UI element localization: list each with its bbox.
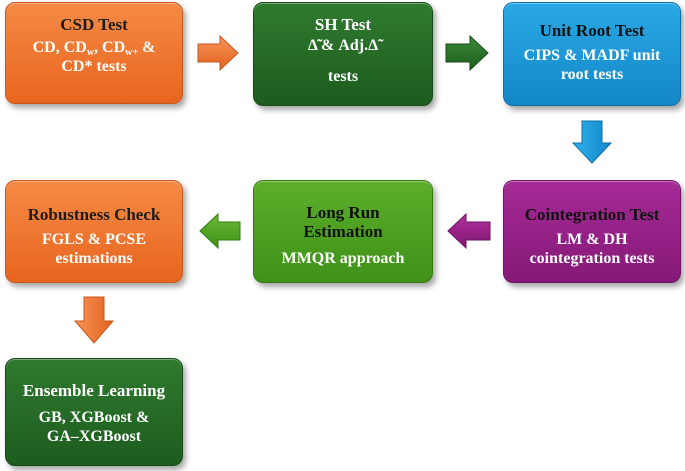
sh-test-line1: Δ̃ & Adj.Δ̃ — [307, 37, 379, 54]
csd-text-a: CD, CD — [32, 39, 87, 56]
arrow-down-blue-icon — [571, 120, 613, 164]
csd-text-c: & — [138, 39, 156, 56]
csd-test-title: CSD Test — [60, 15, 128, 34]
cointegration-test-title: Cointegration Test — [524, 205, 660, 224]
sh-test-title: SH Test — [314, 15, 372, 34]
arrow-left-purple-icon — [447, 212, 491, 250]
cointegration-test-line2: cointegration tests — [529, 250, 655, 267]
sh-test-box: SH Test Δ̃ & Adj.Δ̃ tests — [253, 2, 433, 106]
csd-test-line1: CD, CDw, CDw+ & — [32, 38, 156, 58]
csd-test-line2: CD* tests — [61, 58, 127, 75]
csd-test-box: CSD Test CD, CDw, CDw+ & CD* tests — [5, 2, 183, 104]
ensemble-learning-box: Ensemble Learning GB, XGBoost & GA–XGBoo… — [5, 358, 183, 466]
cointegration-test-line1: LM & DH — [556, 231, 628, 248]
robustness-check-line2: estimations — [55, 250, 133, 267]
ensemble-learning-title: Ensemble Learning — [22, 381, 166, 400]
csd-sub-w: w — [86, 47, 95, 58]
unit-root-test-box: Unit Root Test CIPS & MADF unit root tes… — [503, 2, 681, 106]
long-run-line1: MMQR approach — [281, 250, 405, 267]
robustness-check-box: Robustness Check FGLS & PCSE estimations — [5, 180, 183, 283]
robustness-check-line1: FGLS & PCSE — [41, 231, 146, 248]
long-run-title-line1: Long Run — [306, 203, 380, 222]
sh-test-line2: tests — [327, 68, 359, 85]
ensemble-learning-line1: GB, XGBoost & — [38, 409, 150, 426]
csd-sub-wplus: w+ — [125, 47, 139, 58]
arrow-down-orange-icon — [73, 296, 115, 344]
unit-root-test-title: Unit Root Test — [539, 21, 645, 40]
arrow-right-orange-icon — [197, 34, 239, 72]
unit-root-test-line2: root tests — [560, 66, 624, 83]
cointegration-test-box: Cointegration Test LM & DH cointegration… — [503, 180, 681, 283]
csd-text-b: , CD — [94, 39, 126, 56]
long-run-estimation-box: Long Run Estimation MMQR approach — [253, 180, 433, 283]
long-run-title-line2: Estimation — [303, 222, 383, 241]
unit-root-test-line1: CIPS & MADF unit — [523, 47, 661, 64]
ensemble-learning-line2: GA–XGBoost — [46, 428, 142, 445]
robustness-check-title: Robustness Check — [27, 205, 161, 224]
arrow-left-light-green-icon — [199, 212, 241, 250]
arrow-right-green-icon — [445, 34, 489, 72]
